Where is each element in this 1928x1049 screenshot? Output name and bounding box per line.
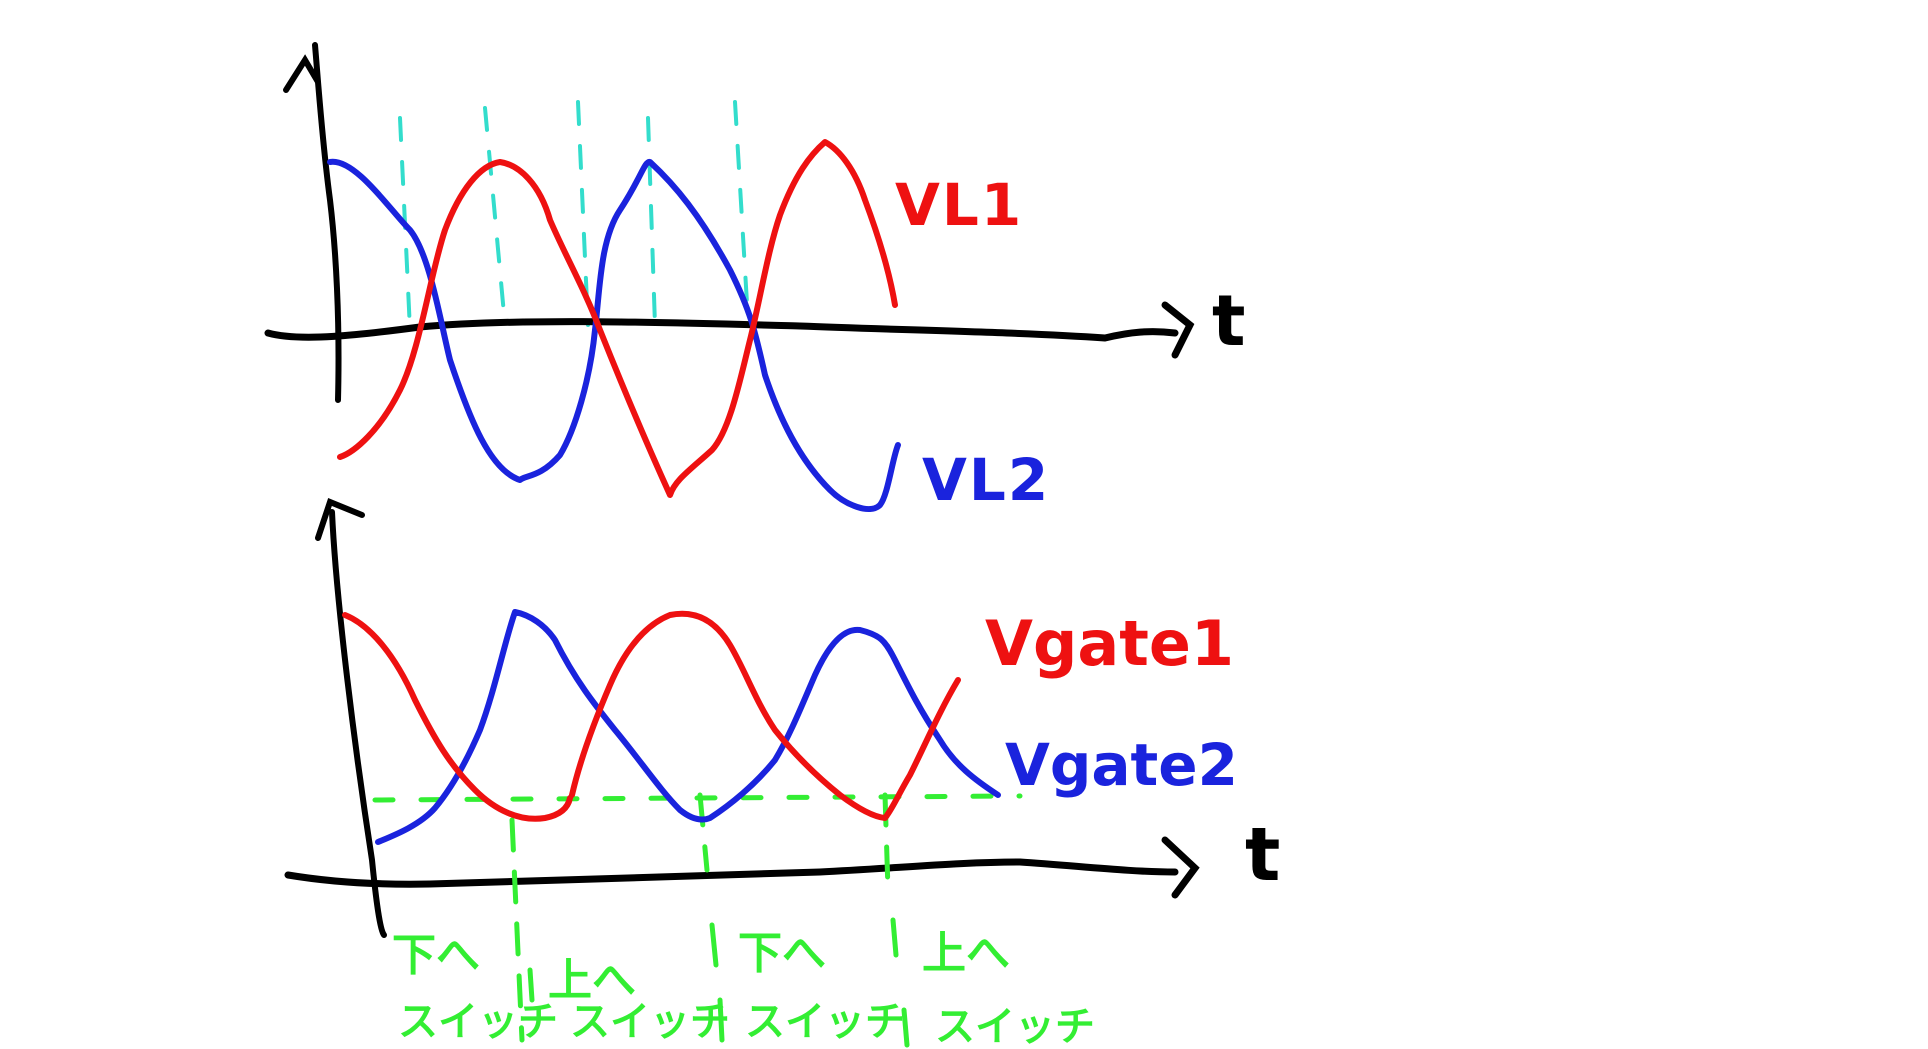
bottom-y-axis bbox=[329, 509, 387, 938]
green-separator-ticks bbox=[527, 917, 910, 1048]
annotation-up-1: 上へ bbox=[548, 955, 636, 1006]
switch-annotations: 下へ スイッチ 上へ スイッチ 下へ スイッチ 上へ スイッチ bbox=[392, 928, 1095, 1049]
bottom-x-axis bbox=[284, 858, 1179, 888]
annotation-up-2: 上へ bbox=[922, 928, 1010, 979]
green-vertical-guides bbox=[509, 792, 891, 1043]
green-threshold-line bbox=[372, 793, 1023, 803]
top-x-axis bbox=[264, 318, 1179, 342]
annotation-switch-3: スイッチ bbox=[745, 999, 905, 1045]
bottom-axis-t-label: t bbox=[1245, 812, 1280, 898]
bottom-plot: t Vgate1 Vgate2 下へ スイッチ 上へ スイッチ bbox=[284, 498, 1280, 1049]
top-x-axis-arrowhead bbox=[1161, 301, 1195, 359]
vgate2-curve bbox=[375, 609, 1001, 845]
vgate1-curve bbox=[342, 610, 961, 822]
vl2-label-text: VL2 bbox=[922, 446, 1050, 514]
top-y-axis-arrowhead bbox=[283, 54, 321, 93]
annotation-down-2: 下へ bbox=[738, 928, 826, 979]
top-axis-t-label: t bbox=[1212, 280, 1245, 362]
annotation-down-1: 下へ bbox=[392, 930, 480, 981]
vl1-label: VL1 bbox=[895, 171, 1023, 239]
vl2-curve bbox=[327, 158, 901, 512]
annotation-switch-2: スイッチ bbox=[570, 999, 730, 1045]
vgate2-label: Vgate2 bbox=[1005, 731, 1238, 799]
annotation-switch-1: スイッチ bbox=[398, 999, 558, 1045]
top-plot: t VL1 VL2 bbox=[264, 42, 1245, 514]
vgate1-label: Vgate1 bbox=[985, 607, 1234, 680]
vl1-curve bbox=[337, 139, 898, 498]
top-y-axis bbox=[312, 42, 342, 403]
bottom-x-axis-arrowhead bbox=[1161, 836, 1200, 899]
annotation-switch-4: スイッチ bbox=[935, 1004, 1095, 1049]
vl1-label-text: VL1 bbox=[895, 171, 1023, 239]
vl2-label: VL2 bbox=[922, 446, 1050, 514]
bottom-y-axis-arrowhead bbox=[315, 498, 365, 541]
